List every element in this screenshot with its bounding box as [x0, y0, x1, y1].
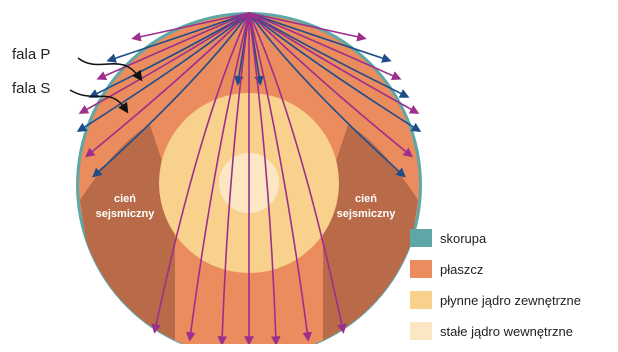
shadow-label-line1: cień: [113, 193, 136, 205]
legend-swatch: [410, 229, 432, 247]
shadow-label-line2: sejsmiczny: [95, 208, 155, 220]
legend-item-mantle: płaszcz: [410, 259, 581, 279]
legend-item-crust: skorupa: [410, 228, 581, 248]
legend-label: stałe jądro wewnętrzne: [440, 323, 573, 339]
legend-label: skorupa: [440, 230, 487, 246]
legend-swatch: [410, 322, 432, 340]
legend-item-outer-core: płynne jądro zewnętrzne: [410, 290, 581, 310]
p-wave-callout-arrow: [77, 57, 143, 82]
shadow-zone-label-right: cień sejsmiczny: [326, 192, 406, 222]
earth-seismic-diagram: [69, 12, 422, 344]
legend-item-inner-core: stałe jądro wewnętrzne: [410, 321, 581, 341]
s-wave-label: fala S: [12, 80, 51, 97]
p-wave-paths: [78, 12, 420, 344]
legend-label: płaszcz: [440, 261, 484, 277]
legend: skorupa płaszcz płynne jądro zewnętrzne …: [410, 228, 581, 352]
legend-swatch: [410, 260, 432, 278]
legend-swatch: [410, 291, 432, 309]
legend-label: płynne jądro zewnętrzne: [440, 292, 581, 308]
shadow-label-line1: cień: [354, 193, 377, 205]
p-wave-label: fala P: [12, 46, 51, 63]
shadow-label-line2: sejsmiczny: [336, 208, 396, 220]
shadow-zone-label-left: cień sejsmiczny: [85, 192, 165, 222]
s-wave-callout-arrow: [69, 89, 129, 114]
